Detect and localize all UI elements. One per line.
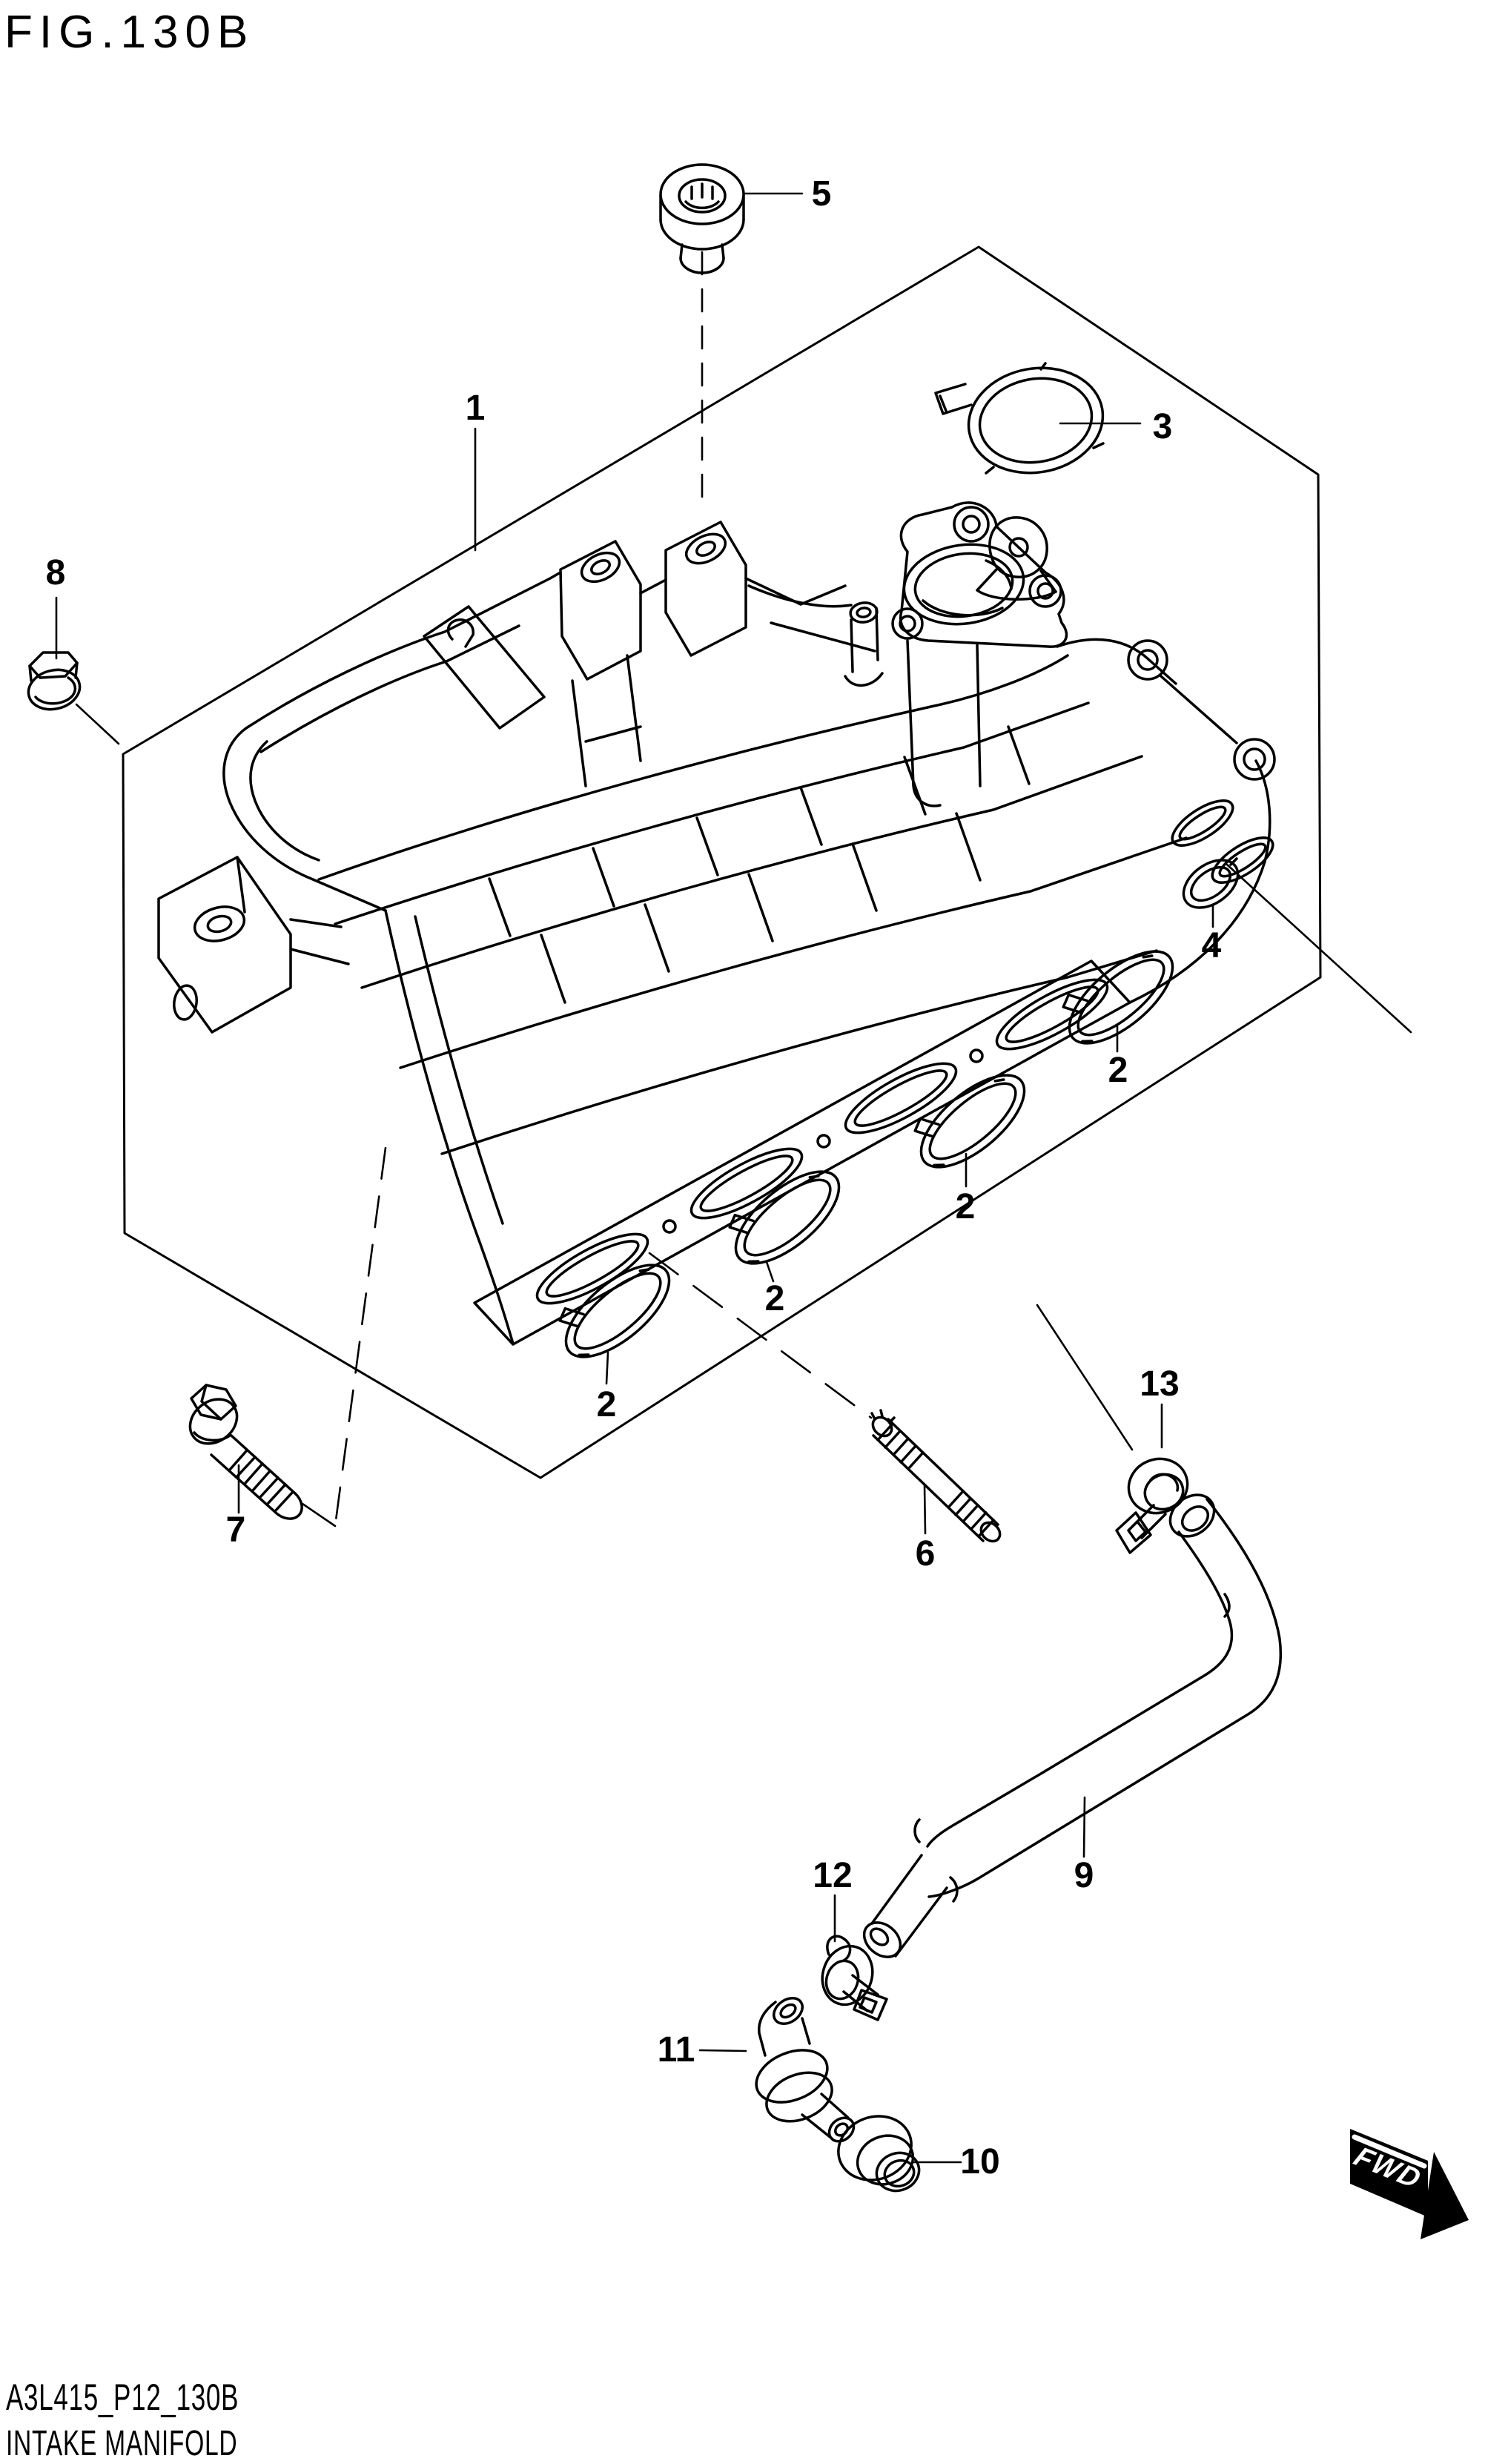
drawing-code: A3L415_P12_130B: [6, 2377, 239, 2418]
grommet-drawing: [837, 2115, 921, 2193]
hose-drawing: [862, 1493, 1283, 1958]
clamp-rear-drawing: [1115, 1457, 1189, 1554]
gasket-4: [558, 1264, 671, 1358]
nut-drawing: [27, 651, 82, 711]
bolt-drawing: [188, 1384, 303, 1520]
bolt-axis-line: [334, 1146, 387, 1527]
seal-attach-line: [1226, 863, 1412, 1034]
callout-9-hose: 9: [1074, 1856, 1094, 1895]
seal-drawing: [1182, 857, 1240, 909]
callout-2d-gasket: 2: [596, 1385, 617, 1424]
figure-title: FIG.130B: [4, 7, 255, 58]
callout-11-joint: 11: [657, 2030, 695, 2070]
gasket-2: [913, 1074, 1026, 1169]
cap-drawing: [659, 163, 745, 274]
callout-2c-gasket: 2: [764, 1279, 785, 1318]
gasket-3: [728, 1170, 841, 1265]
callout-12-clamp: 12: [813, 1856, 853, 1895]
enclosure-box: [122, 245, 1322, 1479]
callout-10-grommet: 10: [960, 2142, 1000, 2181]
elbow-joint-drawing: [755, 1997, 856, 2143]
callout-2a-gasket: 2: [1108, 1051, 1128, 1090]
stud-axis-line: [648, 1252, 873, 1419]
callout-2b-gasket: 2: [955, 1187, 976, 1226]
stud-drawing: [870, 1409, 1002, 1543]
oring-drawing: [934, 362, 1105, 475]
callout-3-oring: 3: [1152, 407, 1173, 446]
drawing-caption: INTAKE MANIFOLD: [6, 2424, 238, 2463]
callout-5-cap: 5: [811, 174, 832, 214]
bolt-axis-kink: [301, 1502, 337, 1527]
gasket-1: [1062, 950, 1174, 1045]
callout-1-intake-manifold: 1: [465, 389, 486, 428]
callout-8-nut: 8: [45, 553, 66, 592]
leader-lines: [55, 192, 1214, 2164]
callout-7-bolt: 7: [225, 1510, 246, 1550]
hose-attach-line: [1036, 1304, 1134, 1451]
intake-manifold-drawing: [157, 501, 1276, 1346]
callout-4-seal: 4: [1201, 926, 1222, 965]
clamp-front-drawing: [821, 1935, 888, 2021]
callout-6-stud: 6: [915, 1534, 936, 1573]
fwd-arrow: [1350, 2129, 1469, 2239]
gasket-drawings: [558, 950, 1174, 1358]
callout-13-clamp: 13: [1140, 1364, 1180, 1404]
reference-lines: [301, 251, 1412, 1527]
